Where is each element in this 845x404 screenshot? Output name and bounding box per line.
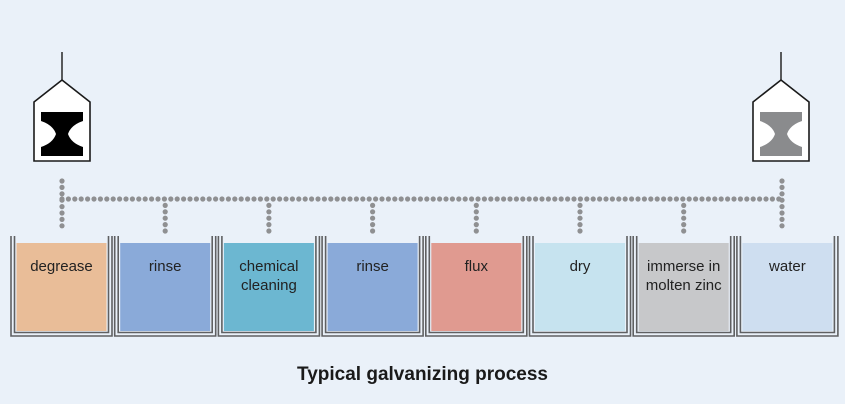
conveyor-drop bbox=[577, 202, 583, 234]
diagram-caption: Typical galvanizing process bbox=[297, 364, 548, 385]
tank-wall bbox=[528, 236, 632, 337]
tank-label: rinse bbox=[148, 258, 182, 275]
tank-2 bbox=[113, 236, 217, 337]
i-beam-icon bbox=[760, 112, 802, 156]
tank-liquid bbox=[638, 243, 729, 331]
tank-4 bbox=[321, 236, 424, 337]
conveyor-drop bbox=[473, 202, 479, 234]
tank-5 bbox=[425, 236, 528, 337]
tank-liquid bbox=[327, 243, 418, 331]
tank-wall bbox=[217, 236, 321, 337]
tank-liquid bbox=[16, 243, 107, 331]
tank-liquid bbox=[120, 243, 211, 331]
tank-wall bbox=[736, 236, 839, 337]
tank-label: water bbox=[769, 258, 806, 275]
conveyor-drop bbox=[681, 202, 687, 234]
conveyor-drop bbox=[266, 202, 272, 234]
conveyor-drop bbox=[162, 202, 168, 234]
tank-6 bbox=[528, 236, 632, 337]
tank-label: immerse in molten zinc bbox=[645, 258, 722, 294]
tank-label: flux bbox=[464, 258, 488, 275]
tank-label: chemical cleaning bbox=[239, 258, 299, 294]
tank-3 bbox=[217, 236, 321, 337]
tank-liquid bbox=[535, 243, 625, 331]
tank-wall bbox=[321, 236, 424, 337]
tank-7 bbox=[632, 236, 735, 337]
conveyor-rail bbox=[59, 196, 782, 202]
tank-1 bbox=[10, 236, 113, 337]
tank-liquid bbox=[223, 243, 314, 331]
hanger-galvanized bbox=[752, 52, 810, 162]
hanger-link bbox=[779, 178, 785, 229]
tank-label: degrease bbox=[30, 258, 93, 275]
tank-label: rinse bbox=[356, 258, 389, 275]
hanger-link bbox=[59, 178, 65, 229]
hanger-uncoated bbox=[33, 52, 91, 162]
tank-label: dry bbox=[569, 258, 591, 275]
conveyor-drop bbox=[370, 202, 376, 234]
tank-wall bbox=[113, 236, 217, 337]
tank-8 bbox=[736, 236, 839, 337]
tank-wall bbox=[425, 236, 528, 337]
tank-wall bbox=[10, 236, 113, 337]
tank-liquid bbox=[431, 243, 522, 331]
tank-liquid bbox=[742, 243, 833, 331]
i-beam-icon bbox=[41, 112, 83, 156]
tank-wall bbox=[632, 236, 735, 337]
